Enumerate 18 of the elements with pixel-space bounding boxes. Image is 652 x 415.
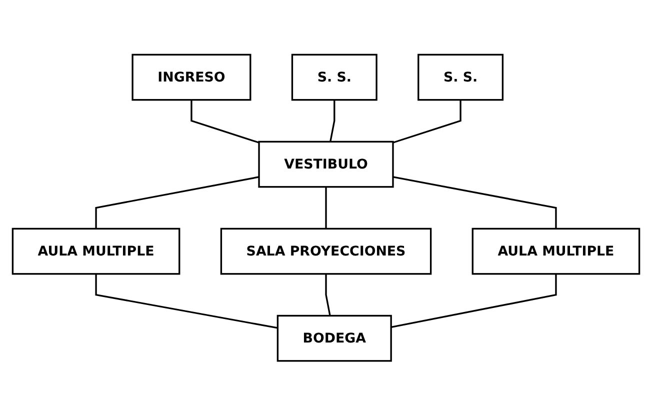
- connector: [325, 186, 327, 228]
- node-box: [472, 228, 640, 274]
- connector: [330, 100, 336, 142]
- connector: [392, 100, 462, 144]
- connector: [390, 274, 557, 328]
- node-box: [258, 140, 394, 188]
- connector: [325, 274, 331, 316]
- node-box: [291, 54, 378, 100]
- node-box: [132, 54, 252, 100]
- node-box: [418, 54, 504, 100]
- connector: [392, 176, 557, 228]
- connector: [95, 274, 278, 328]
- node-box: [276, 314, 392, 362]
- node-box: [12, 228, 180, 274]
- flowchart: INGRESO S. S. S. S. VESTIBULO AULA MULTIPLE SALA PROYECCIONES AULA MULTIPLE BODEGA: [6, 48, 646, 368]
- node-box: [220, 228, 432, 274]
- connector: [95, 176, 260, 228]
- connector: [190, 100, 260, 144]
